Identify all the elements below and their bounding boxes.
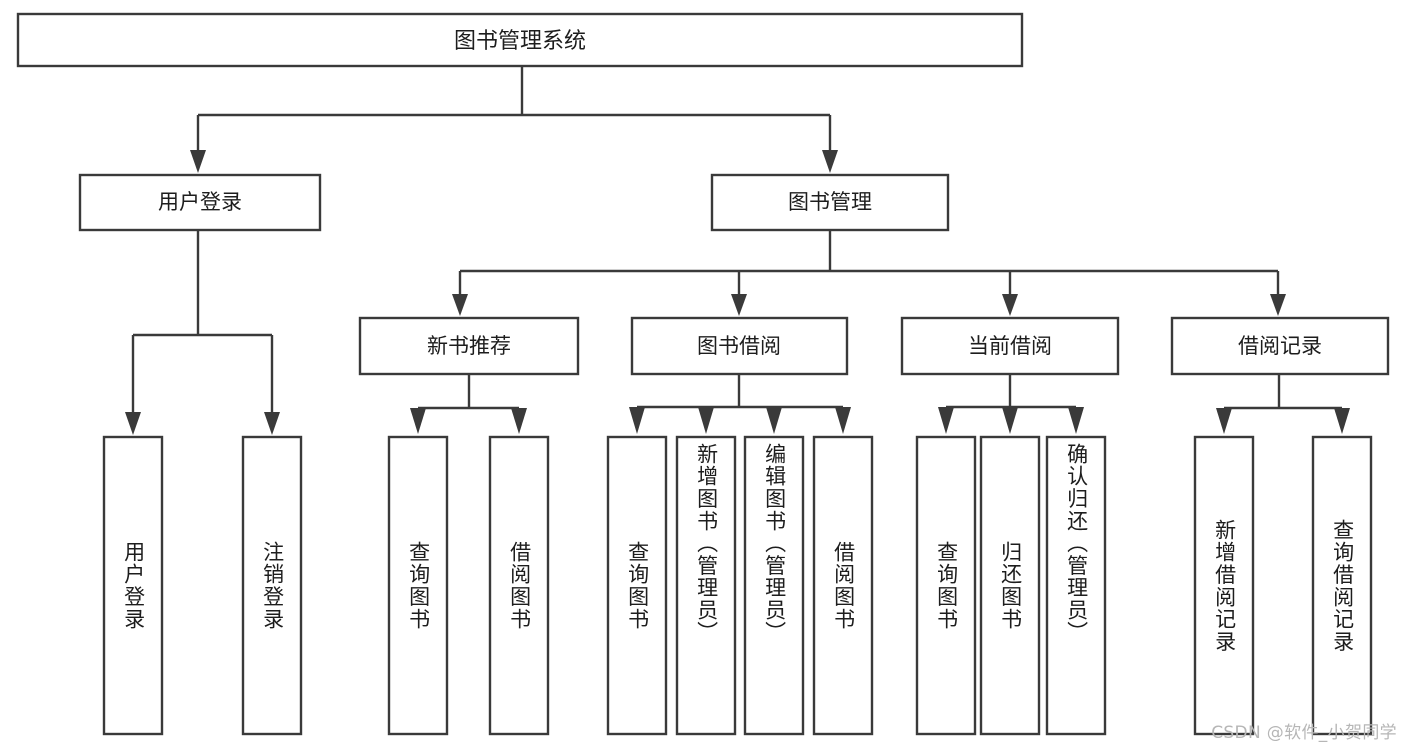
- leaf-box-cb-query-book[interactable]: [915, 435, 977, 736]
- node-root-label: 图书管理系统: [454, 29, 586, 54]
- node-borrow-record-box[interactable]: [1170, 316, 1390, 376]
- leaf-box-bb-edit-book[interactable]: [743, 435, 805, 736]
- arrow-head-cb-leaf-2: [1002, 407, 1018, 434]
- node-user-login-label: 用户登录: [158, 190, 242, 214]
- leaf-box-bb-borrow-book[interactable]: [812, 435, 874, 736]
- node-book-borrow-box[interactable]: [630, 316, 849, 376]
- arrow-head-book-manage: [822, 150, 838, 173]
- arrow-head-bb-leaf-2: [698, 407, 714, 434]
- arrow-head-cb-leaf-1: [938, 407, 954, 434]
- arrow-head-leaf-logout: [264, 412, 280, 435]
- node-book-borrow-label: 图书借阅: [697, 334, 781, 358]
- watermark-text: CSDN @软件_小贺同学: [1211, 723, 1397, 743]
- arrow-head-book-borrow: [731, 294, 747, 316]
- node-book-manage-label: 图书管理: [788, 190, 872, 214]
- leaf-box-cb-return-book[interactable]: [979, 435, 1041, 736]
- node-new-book-recommend-box[interactable]: [358, 316, 580, 376]
- arrow-head-leaf-user-login: [125, 412, 141, 435]
- node-current-borrow-box[interactable]: [900, 316, 1120, 376]
- node-user-login-box[interactable]: [78, 173, 322, 232]
- edges-layer: [125, 66, 1350, 435]
- arrow-head-current-borrow: [1002, 294, 1018, 316]
- arrow-head-cb-leaf-3: [1068, 407, 1084, 434]
- leaf-box-br-add-record[interactable]: [1193, 435, 1255, 736]
- leaf-box-br-query-record[interactable]: [1311, 435, 1373, 736]
- arrow-head-br-leaf-1: [1216, 408, 1232, 434]
- arrow-head-user-login: [190, 150, 206, 173]
- leaf-box-bb-query-book[interactable]: [606, 435, 668, 736]
- arrow-head-bb-leaf-3: [766, 407, 782, 434]
- leaf-box-cb-confirm-return[interactable]: [1045, 435, 1107, 736]
- arrow-head-br-leaf-2: [1334, 408, 1350, 434]
- nodes-layer: 图书管理系统 用户登录 图书管理 新书推荐 图书借阅 当前借阅 借阅记录: [16, 12, 1390, 736]
- leaf-box-nbr-borrow-book[interactable]: [488, 435, 550, 736]
- arrow-head-nbr-leaf-1: [410, 408, 426, 434]
- leaf-box-logout[interactable]: [241, 435, 303, 736]
- node-current-borrow-label: 当前借阅: [968, 334, 1052, 358]
- arrow-head-bb-leaf-1: [629, 407, 645, 434]
- arrow-head-new-book-recommend: [452, 294, 468, 316]
- node-new-book-recommend-label: 新书推荐: [427, 334, 511, 358]
- leaf-box-nbr-query-book[interactable]: [387, 435, 449, 736]
- node-borrow-record-label: 借阅记录: [1238, 334, 1322, 358]
- leaf-box-user-login[interactable]: [102, 435, 164, 736]
- arrow-head-bb-leaf-4: [835, 407, 851, 434]
- arrow-head-nbr-leaf-2: [511, 408, 527, 434]
- node-book-manage-box[interactable]: [710, 173, 950, 232]
- arrow-head-borrow-record: [1270, 294, 1286, 316]
- leaf-box-bb-add-book[interactable]: [675, 435, 737, 736]
- node-root-box[interactable]: [16, 12, 1024, 68]
